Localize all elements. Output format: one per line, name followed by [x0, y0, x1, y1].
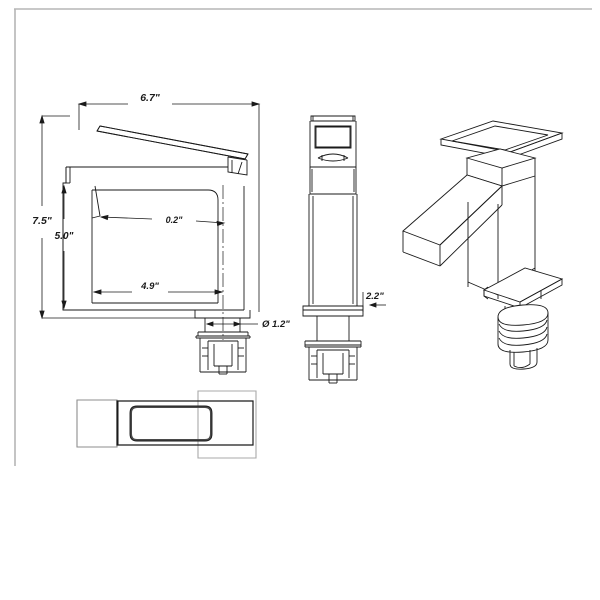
side-aerator-detail	[91, 185, 101, 219]
top-body-footprint	[197, 390, 257, 459]
top-spout-channel	[130, 406, 212, 441]
front-handle-housing	[309, 121, 357, 168]
dimension-aerator-thickness	[99, 214, 226, 227]
dimension-label-spout-reach: 4.9"	[140, 281, 159, 292]
top-spout-channel-outline	[129, 405, 213, 442]
isometric-view	[402, 120, 564, 370]
front-handle-cap	[310, 115, 356, 122]
dimension-label-overall-width: 6.7"	[140, 92, 161, 104]
top-spout-outline	[116, 400, 254, 446]
side-handle-base	[227, 156, 248, 176]
top-plan-view	[76, 390, 257, 459]
dimension-mount-hole-diameter	[205, 321, 258, 327]
dimension-label-aerator-thickness: 0.2"	[166, 215, 184, 225]
side-valve-body	[194, 310, 251, 332]
side-spout-body	[62, 167, 245, 311]
iso-spout-arm	[402, 174, 503, 267]
front-mounting-hardware	[304, 340, 362, 384]
sheet-frame	[14, 8, 592, 466]
dimension-body-depth	[362, 292, 386, 312]
front-elevation-view	[302, 115, 364, 384]
dimension-label-body-depth: 2.2"	[365, 291, 384, 302]
front-neck-band	[309, 167, 357, 195]
side-handle-lever	[96, 125, 249, 160]
dimension-spout-height	[61, 184, 67, 310]
top-handle-footprint	[76, 399, 118, 448]
dimension-label-spout-height: 5.0"	[55, 231, 74, 242]
dimension-overall-height	[39, 114, 196, 320]
dimension-label-overall-height: 7.5"	[32, 215, 53, 227]
dimension-spout-reach	[92, 289, 224, 295]
dimension-label-mount-hole-diameter: Ø 1.2"	[262, 319, 290, 330]
side-elevation-view	[62, 125, 251, 375]
front-base-plate	[302, 305, 364, 317]
dimension-overall-width	[77, 101, 261, 312]
front-threaded-shank	[316, 316, 350, 341]
iso-threaded-mount	[497, 304, 549, 370]
iso-handle-lever	[439, 120, 564, 159]
